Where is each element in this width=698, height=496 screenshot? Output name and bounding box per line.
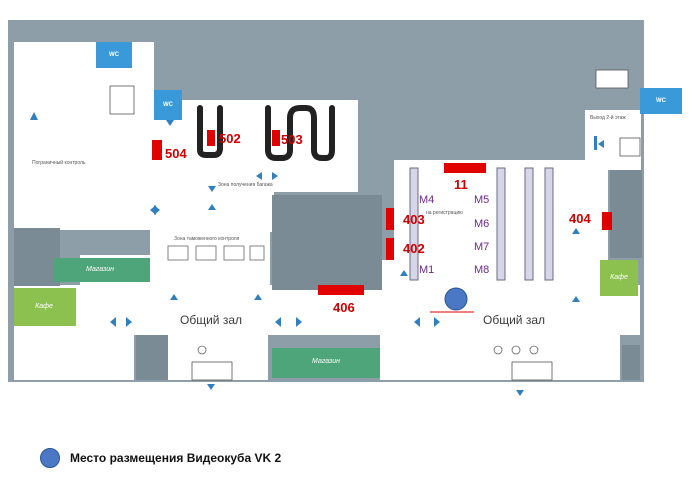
cafe-left-label: Кафе [35, 303, 53, 310]
gate-402: 402 [403, 241, 425, 256]
kiosk-m4: M4 [419, 194, 435, 206]
legend-text: Место размещения Видеокуба VK 2 [70, 451, 282, 465]
kiosk-m6: M6 [474, 218, 490, 230]
gate-404: 404 [569, 211, 591, 226]
zone-exit: Выход 2-й этаж [590, 115, 626, 121]
kiosk-m5: M5 [474, 194, 490, 206]
cafe-right-label: Кафе [610, 274, 628, 281]
gates [152, 130, 612, 295]
floor-areas [14, 42, 641, 380]
walls-dark [14, 170, 642, 380]
wc-mid-label: WC [163, 102, 173, 108]
customs-scanners [167, 245, 539, 355]
shop-bottom-label: Магазин [312, 358, 340, 365]
direction-arrows [30, 112, 604, 396]
gate-11: 11 [454, 177, 468, 192]
gate-406: 406 [333, 300, 355, 315]
cafe-right [600, 260, 638, 296]
hall-left-label: Общий зал [180, 313, 242, 327]
zone-passport: Пограничный контроль [32, 160, 86, 166]
cafes [14, 260, 638, 326]
shops [54, 258, 380, 378]
shop-left-label: Магазин [86, 266, 114, 273]
shop-left [54, 258, 150, 282]
gate-504: 504 [165, 146, 187, 161]
wc-blocks [96, 42, 682, 120]
gate-502: 502 [219, 131, 241, 146]
checkin-counters [409, 167, 554, 281]
baggage-belts [197, 105, 335, 161]
kiosk-m7: M7 [474, 241, 490, 253]
marker-circle-icon [40, 448, 60, 468]
marker-circle [444, 287, 468, 311]
gate-503: 503 [281, 132, 303, 147]
hall-right-label: Общий зал [483, 313, 545, 327]
zone-customs: Зона таможенного контроля [174, 236, 240, 242]
kiosk-m1: M1 [419, 264, 435, 276]
floor-plan [8, 20, 682, 396]
kiosk-m8: M8 [474, 264, 490, 276]
wc-right-label: WC [656, 98, 666, 104]
wc-top-label: WC [109, 52, 119, 58]
zone-baggage: Зона получения багажа [218, 182, 273, 188]
escalators [109, 69, 641, 381]
gate-403: 403 [403, 212, 425, 227]
zone-registration: на регистрацию [426, 210, 463, 216]
cafe-left [14, 288, 76, 326]
shop-bottom [272, 348, 380, 378]
legend: Место размещения Видеокуба VK 2 [40, 448, 360, 468]
